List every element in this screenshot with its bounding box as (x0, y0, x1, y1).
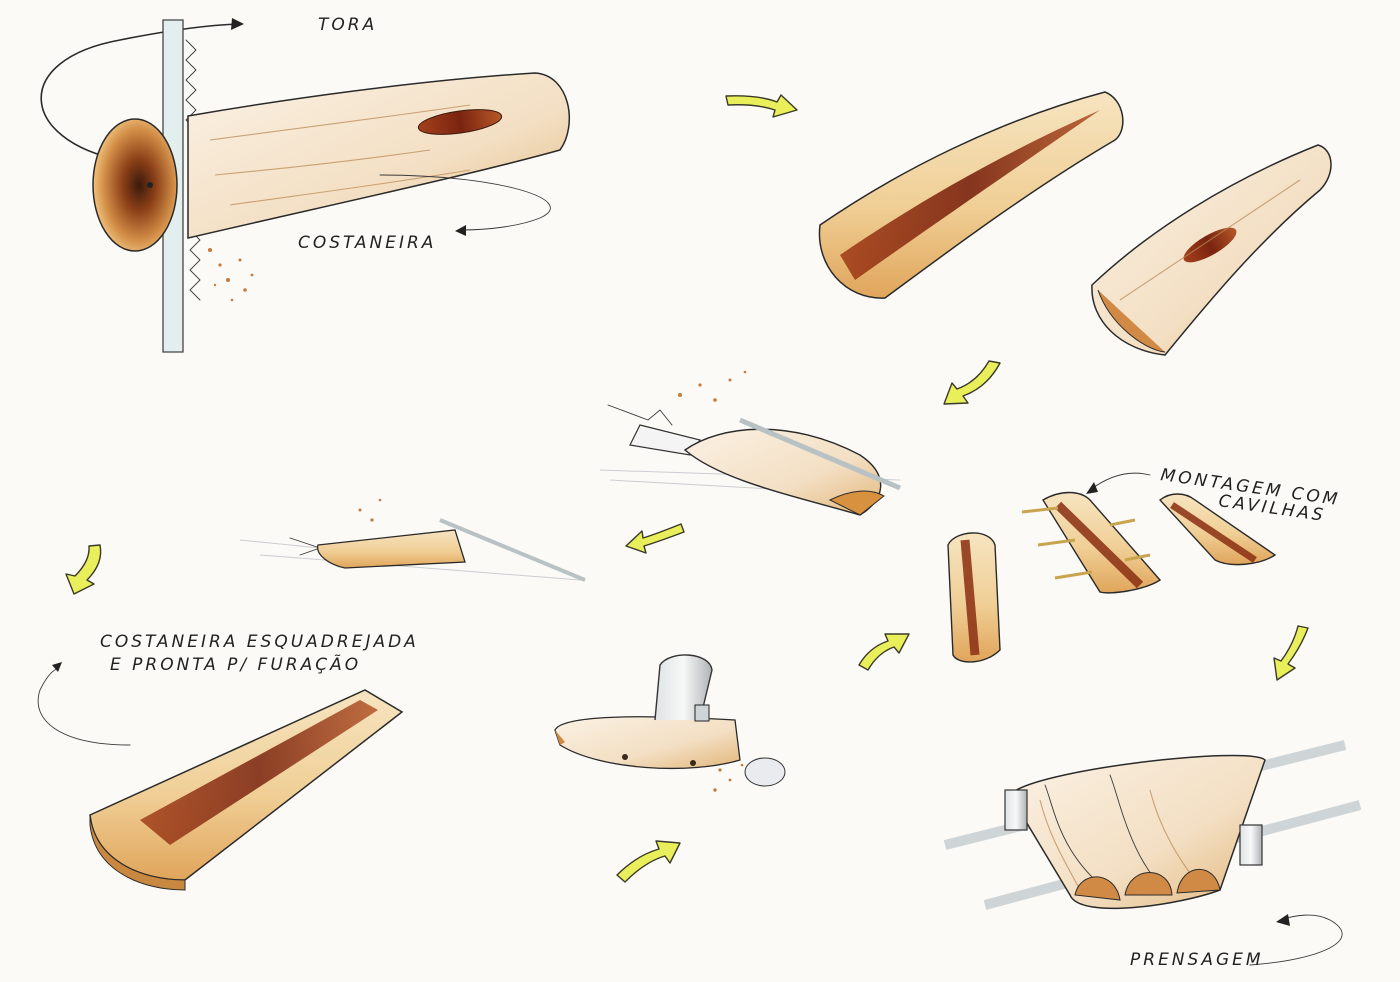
dowels (1021, 506, 1151, 580)
step-pressing: Prensagem (943, 740, 1362, 970)
pointer-arrow-icon (1249, 914, 1343, 966)
slab-on-saw (683, 428, 882, 516)
clamp-right (1239, 824, 1263, 866)
log-body (187, 72, 571, 239)
flow-arrow-icon (625, 523, 685, 554)
step-squaring (239, 498, 586, 582)
plank-on-drill (554, 716, 741, 770)
step-split-pieces (818, 91, 1332, 356)
pointer-arrow-icon (1089, 472, 1151, 491)
flow-arrow-icon (725, 94, 798, 118)
step-squared-plank: Costaneira esquadrejada e pronta p/ fura… (37, 632, 419, 891)
pointer-arrow-icon (37, 667, 131, 746)
drill-press (654, 654, 713, 721)
saw-teeth-bottom (189, 229, 201, 301)
pointer-arrow-icon (379, 174, 551, 231)
flow-arrow-icon (65, 544, 102, 595)
rotation-arrow-icon (40, 23, 239, 161)
step-table-saw (599, 370, 901, 516)
knot (1183, 227, 1237, 263)
arrow-head-icon (231, 18, 244, 30)
strip-right (1158, 493, 1277, 566)
flow-arrow-icon (1273, 625, 1309, 681)
step-drilling (554, 654, 786, 792)
step-log-cutting: Tora Costaneira (40, 15, 571, 353)
clamp-left (1004, 789, 1028, 831)
flow-arrow-icon (858, 633, 910, 671)
log-knot (417, 109, 503, 135)
flow-arrows (65, 94, 1309, 883)
label-tora: Tora (318, 15, 377, 35)
sawdust-particles (678, 370, 747, 402)
label-costaneira: Costaneira (298, 233, 436, 253)
slab-squaring (317, 529, 466, 569)
flow-arrow-icon (616, 840, 681, 883)
label-esquadrejada-2: e pronta p/ furação (110, 653, 361, 675)
sawdust-particles (208, 248, 254, 302)
log-end-grain (92, 118, 178, 252)
label-prensagem: Prensagem (1130, 950, 1264, 970)
label-esquadrejada-1: Costaneira esquadrejada (100, 632, 419, 652)
flow-arrow-icon (943, 360, 1001, 405)
step-dowel-assembly: Montagem com cavilhas (947, 465, 1341, 663)
